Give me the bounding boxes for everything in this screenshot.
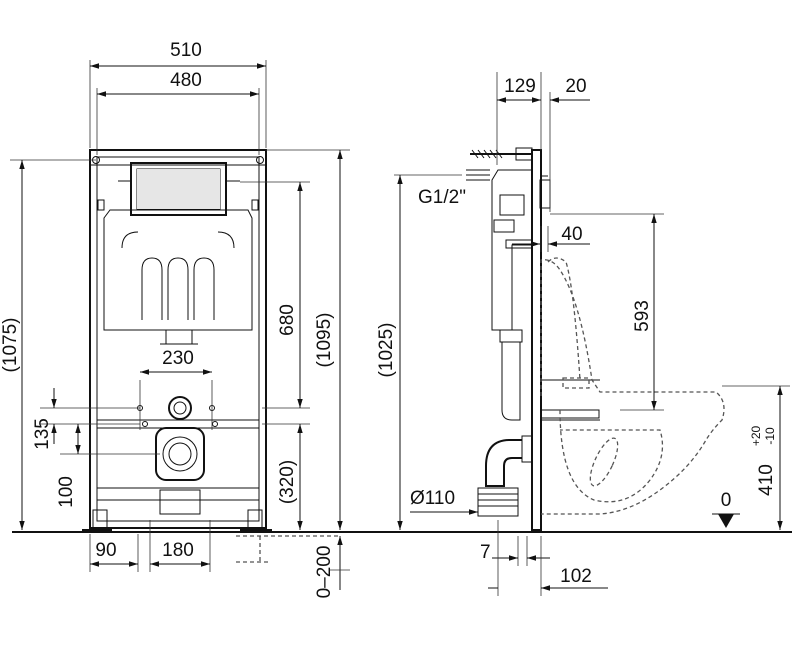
dim-129: 129 — [504, 76, 536, 97]
dim-410-tol-minus: -10 — [763, 427, 777, 445]
floor-level-label: 0 — [721, 490, 732, 511]
dim-680: 680 — [277, 304, 298, 336]
dim-90: 90 — [95, 540, 116, 561]
frame-inner — [96, 156, 260, 522]
flush-outlet — [168, 396, 192, 420]
front-dimensions: 510 480 (1075) (1095) 680 (320) 230 135 — [0, 40, 350, 598]
dim-20: 20 — [565, 76, 586, 97]
dim-diameter-110: Ø110 — [410, 488, 455, 509]
dim-7: 7 — [480, 542, 491, 563]
dim-height-right: (1095) — [314, 313, 335, 368]
dim-593: 593 — [632, 300, 653, 332]
flush-button-opening — [130, 162, 227, 216]
floor-level-marker — [718, 514, 734, 528]
side-dimensions: 129 20 (1025) 40 593 Ø110 7 102 — [376, 72, 790, 596]
dim-230: 230 — [162, 348, 194, 369]
front-view — [82, 149, 272, 533]
cistern — [103, 209, 253, 331]
dim-0-200: 0–200 — [314, 546, 335, 599]
dim-1025: (1025) — [376, 323, 397, 378]
dim-height-left: (1075) — [0, 318, 21, 373]
dim-135: 135 — [32, 418, 53, 450]
dim-320: (320) — [277, 460, 298, 504]
water-connection-label: G1/2" — [418, 187, 466, 208]
dim-180: 180 — [162, 540, 194, 561]
dim-width-outer: 510 — [170, 40, 202, 61]
dim-100: 100 — [56, 476, 77, 508]
dim-410-tol-plus: +20 — [749, 425, 763, 446]
dim-width-inner: 480 — [170, 70, 202, 91]
drain-bend-side — [485, 439, 522, 487]
foot-left — [92, 509, 108, 533]
dim-40: 40 — [561, 224, 582, 245]
foot-right — [247, 509, 263, 533]
toilet-bowl-outline — [540, 259, 725, 515]
frame-outer — [89, 149, 267, 529]
cistern-side — [491, 169, 533, 331]
dim-102: 102 — [560, 566, 592, 587]
dim-410: 410 — [756, 464, 777, 496]
side-view: G1/2" — [418, 147, 725, 531]
drain-socket — [477, 487, 519, 517]
